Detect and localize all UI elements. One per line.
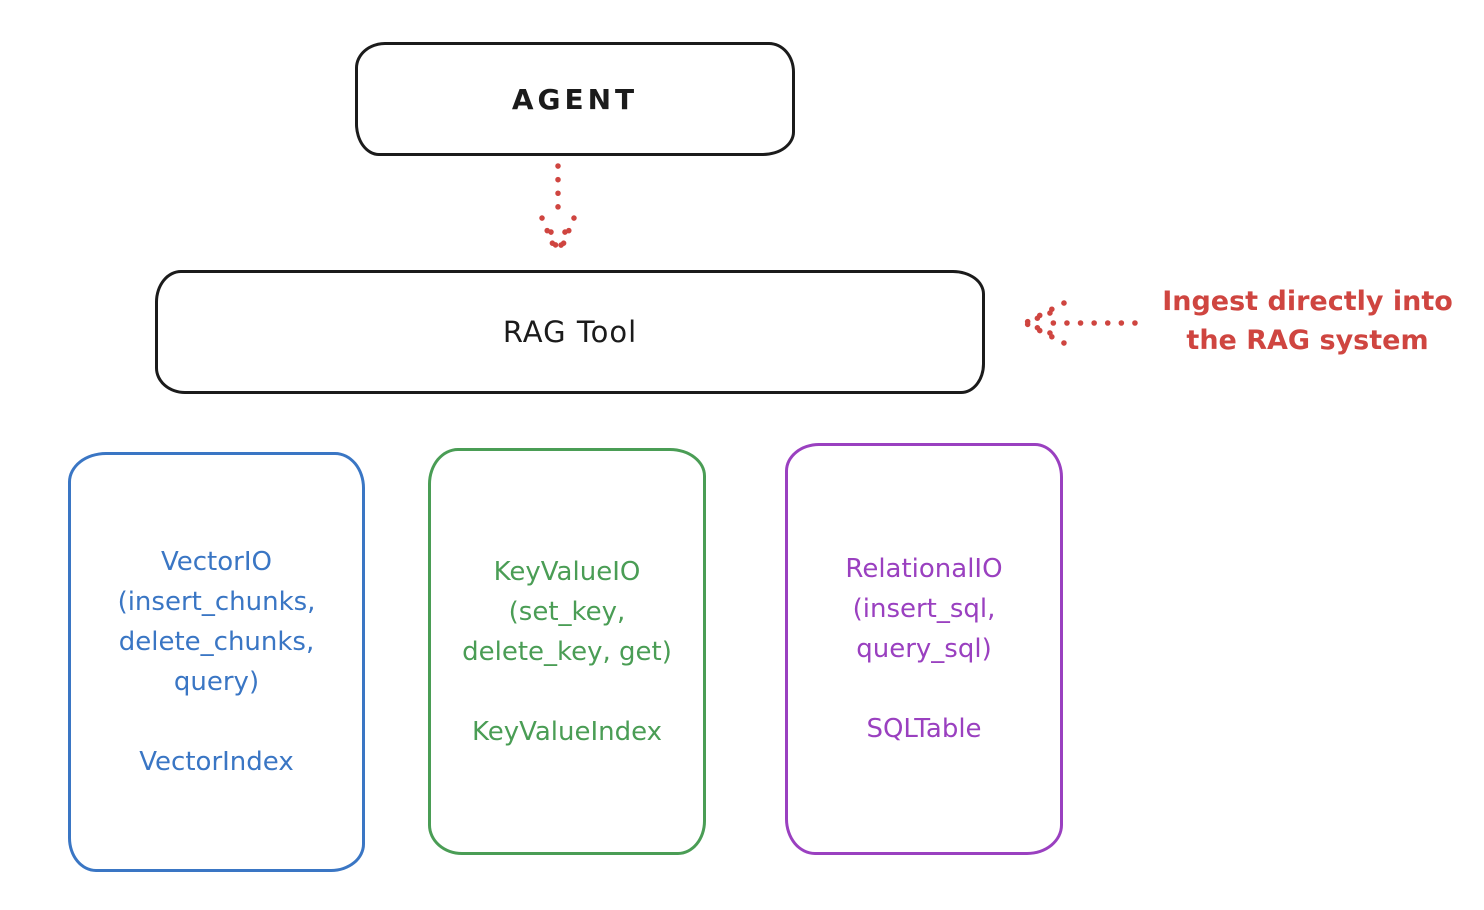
- relational-io-box: RelationalIO (insert_sql, query_sql) SQL…: [785, 443, 1063, 855]
- vector-io-line: VectorIO: [161, 547, 272, 577]
- ingest-annotation: Ingest directly into the RAG system: [1140, 282, 1475, 360]
- ingest-annotation-line1: Ingest directly into: [1162, 286, 1453, 317]
- keyvalue-io-line: delete_key, get): [462, 636, 672, 667]
- rag-tool-node: RAG Tool: [155, 270, 985, 394]
- vector-io-line: query): [173, 667, 260, 697]
- relational-io-line: query_sql): [856, 634, 992, 664]
- keyvalue-io-line: KeyValueIO: [493, 556, 641, 587]
- relational-io-line: RelationalIO: [845, 554, 1003, 584]
- vector-io-line: (insert_chunks,: [117, 587, 316, 617]
- keyvalue-io-box: KeyValueIO (set_key, delete_key, get) Ke…: [428, 448, 706, 855]
- dotted-arrow-left-icon: [1022, 300, 1138, 346]
- vector-io-line: delete_chunks,: [118, 627, 315, 657]
- dotted-arrow-down-icon: [539, 163, 577, 255]
- vector-index-label: VectorIndex: [139, 747, 294, 777]
- ingest-annotation-line2: the RAG system: [1186, 325, 1429, 356]
- sql-table-label: SQLTable: [866, 714, 982, 744]
- vector-io-box: VectorIO (insert_chunks, delete_chunks, …: [68, 452, 365, 872]
- rag-tool-label: RAG Tool: [502, 315, 638, 349]
- keyvalue-index-label: KeyValueIndex: [471, 716, 663, 747]
- keyvalue-io-line: (set_key,: [508, 596, 626, 627]
- relational-io-line: (insert_sql,: [852, 594, 996, 624]
- agent-node: AGENT: [355, 42, 795, 156]
- agent-label: AGENT: [511, 82, 639, 116]
